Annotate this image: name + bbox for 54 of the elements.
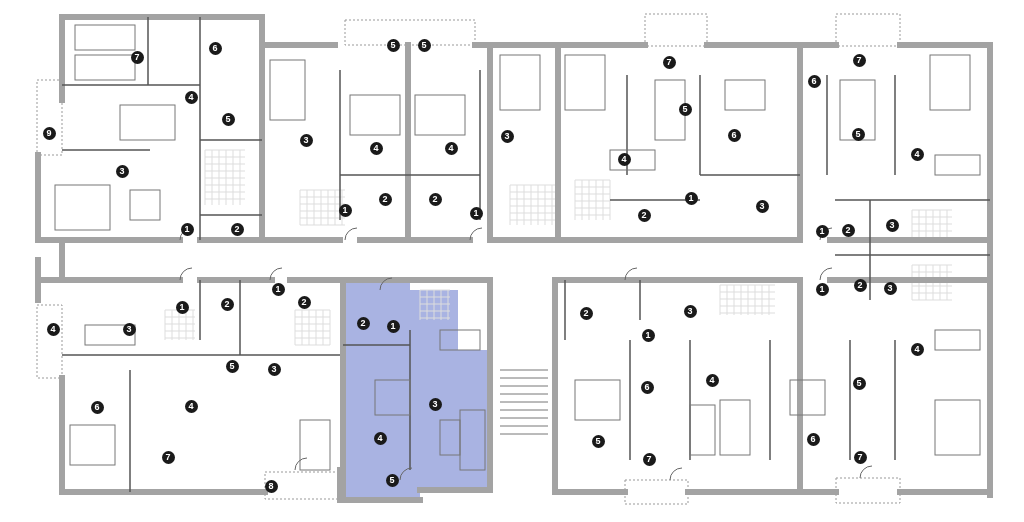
callout-number: 4 bbox=[369, 141, 383, 155]
callout-number: 7 bbox=[853, 450, 867, 464]
callout-number: 5 bbox=[221, 112, 235, 126]
callout-number: 5 bbox=[851, 127, 865, 141]
callout-number: 2 bbox=[579, 306, 593, 320]
callout-number: 2 bbox=[378, 192, 392, 206]
callout-number: 5 bbox=[225, 359, 239, 373]
callout-number: 3 bbox=[885, 218, 899, 232]
callout-number: 3 bbox=[683, 304, 697, 318]
callout-number: 2 bbox=[230, 222, 244, 236]
callout-number: 7 bbox=[662, 55, 676, 69]
callout-number: 6 bbox=[727, 128, 741, 142]
callout-number: 3 bbox=[122, 322, 136, 336]
callout-number: 5 bbox=[591, 434, 605, 448]
callout-number: 3 bbox=[267, 362, 281, 376]
callout-number: 4 bbox=[444, 141, 458, 155]
callout-number: 1 bbox=[180, 222, 194, 236]
callout-number: 6 bbox=[208, 41, 222, 55]
callout-number: 2 bbox=[297, 295, 311, 309]
callout-number: 1 bbox=[684, 191, 698, 205]
callout-number: 5 bbox=[417, 38, 431, 52]
callout-number: 4 bbox=[617, 152, 631, 166]
callout-number: 4 bbox=[910, 342, 924, 356]
callout-number: 3 bbox=[500, 129, 514, 143]
callout-number: 7 bbox=[161, 450, 175, 464]
callout-number: 2 bbox=[428, 192, 442, 206]
callout-number: 4 bbox=[184, 90, 198, 104]
callout-number: 1 bbox=[815, 282, 829, 296]
callout-number: 1 bbox=[271, 282, 285, 296]
callout-number: 6 bbox=[640, 380, 654, 394]
callout-number: 3 bbox=[299, 133, 313, 147]
callout-number: 5 bbox=[852, 376, 866, 390]
callout-number: 1 bbox=[469, 206, 483, 220]
callout-number: 3 bbox=[115, 164, 129, 178]
callout-number: 6 bbox=[806, 432, 820, 446]
callout-number: 4 bbox=[910, 147, 924, 161]
callout-number: 2 bbox=[637, 208, 651, 222]
callout-number: 2 bbox=[220, 297, 234, 311]
callout-number: 1 bbox=[815, 224, 829, 238]
callout-number: 9 bbox=[42, 126, 56, 140]
callout-number: 2 bbox=[841, 223, 855, 237]
callout-number: 4 bbox=[705, 373, 719, 387]
callout-number: 1 bbox=[175, 300, 189, 314]
callout-number: 5 bbox=[386, 38, 400, 52]
callout-number: 6 bbox=[90, 400, 104, 414]
callout-number: 1 bbox=[641, 328, 655, 342]
callout-number: 7 bbox=[642, 452, 656, 466]
callout-number: 6 bbox=[807, 74, 821, 88]
callout-number: 4 bbox=[184, 399, 198, 413]
callout-number: 7 bbox=[852, 53, 866, 67]
callout-number: 7 bbox=[130, 50, 144, 64]
callout-number: 3 bbox=[755, 199, 769, 213]
callout-number: 4 bbox=[46, 322, 60, 336]
callout-number: 5 bbox=[678, 102, 692, 116]
